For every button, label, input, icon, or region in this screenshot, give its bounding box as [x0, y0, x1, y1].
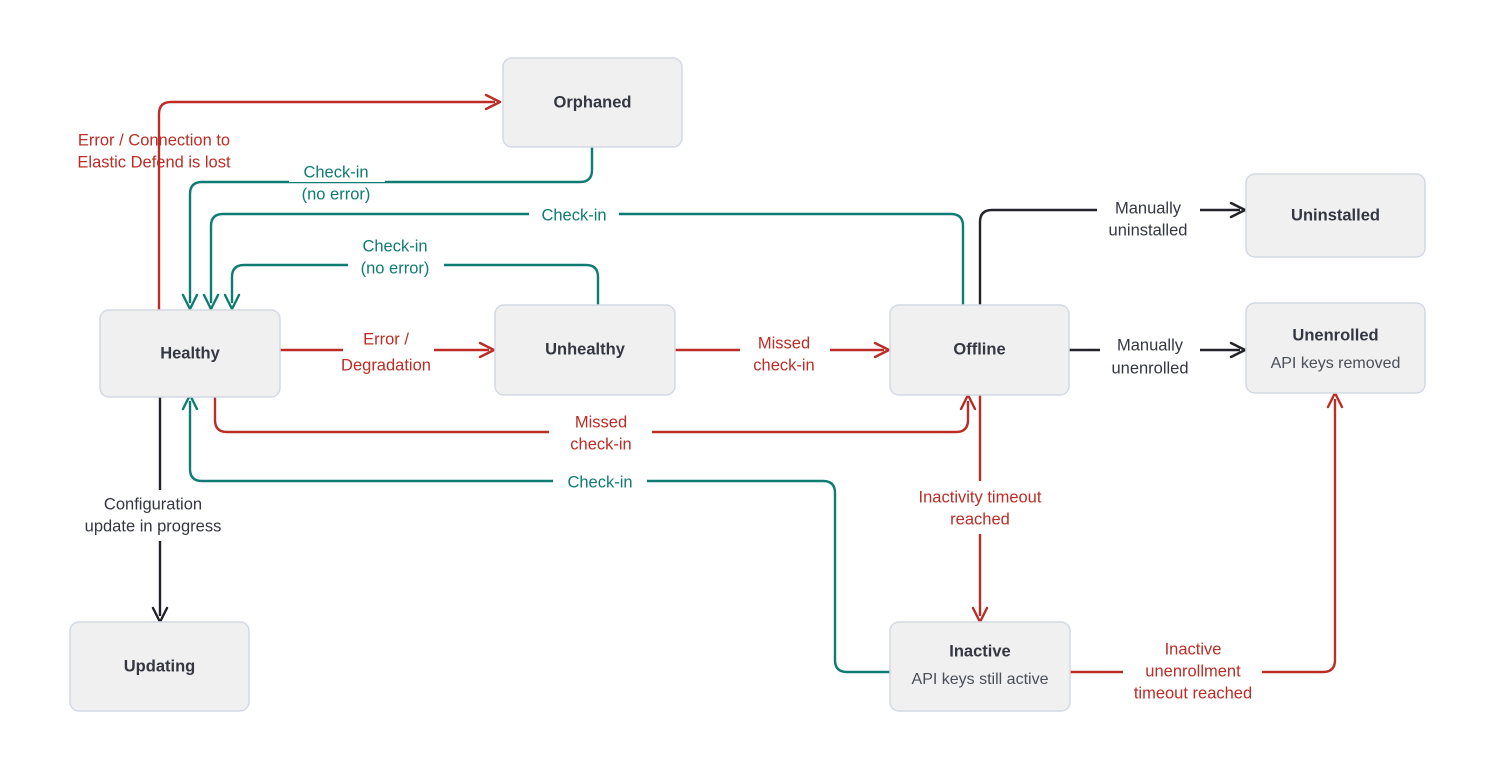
edge-healthy-to-orphaned-label-line1: Error / Connection to	[78, 131, 230, 149]
edge-inactive-to-healthy: Check-in	[181, 393, 890, 674]
edge-inactive-to-unenrolled-label-line1: Inactive	[1165, 640, 1222, 658]
edge-offline-to-healthy-label-line1: Check-in	[541, 206, 606, 224]
edge-healthy-to-offline-seg2	[652, 401, 970, 434]
arrowhead-unenrolled-left	[1229, 341, 1247, 359]
node-unenrolled-box[interactable]	[1245, 302, 1426, 394]
node-healthy-title: Healthy	[160, 344, 220, 362]
edge-healthy-to-updating: Configuration update in progress	[85, 397, 222, 624]
node-healthy[interactable]: Healthy	[99, 309, 281, 398]
label-backdrop-orphaned-healthy-1	[289, 163, 385, 182]
edge-offline-to-healthy-line	[209, 212, 965, 305]
label-backdrop-offline-healthy	[529, 205, 619, 224]
node-uninstalled[interactable]: Uninstalled	[1245, 173, 1426, 258]
edge-offline-to-unenrolled-label-line2: unenrolled	[1111, 359, 1188, 377]
edge-healthy-to-orphaned: Error / Connection to Elastic Defend is …	[77, 93, 502, 310]
edge-offline-to-unenrolled: Manually unenrolled	[1069, 336, 1247, 377]
node-uninstalled-title: Uninstalled	[1291, 206, 1380, 224]
arrowhead-healthy-top-3	[223, 293, 241, 311]
edge-inactive-to-unenrolled-label-line2: unenrollment	[1145, 662, 1241, 680]
edge-orphaned-to-healthy-label-line1: Check-in	[303, 163, 368, 181]
edge-healthy-to-updating-label-line1: Configuration	[104, 495, 202, 513]
node-healthy-box[interactable]	[99, 309, 281, 398]
node-unenrolled-subtitle: API keys removed	[1271, 355, 1401, 372]
edge-inactive-to-unenrolled-label-line3: timeout reached	[1134, 684, 1252, 702]
node-unhealthy[interactable]: Unhealthy	[494, 304, 676, 396]
arrowhead-healthy-top-2	[202, 293, 220, 311]
edge-orphaned-to-healthy-line	[188, 147, 594, 303]
node-unhealthy-title: Unhealthy	[545, 340, 626, 358]
node-orphaned[interactable]: Orphaned	[502, 57, 683, 148]
edge-offline-to-inactive-label-line2: reached	[950, 510, 1010, 528]
edge-inactive-to-healthy-label-line1: Check-in	[567, 473, 632, 491]
edge-inactive-to-unenrolled: Inactive unenrollment timeout reached	[1070, 391, 1344, 702]
edge-offline-to-healthy: Check-in	[202, 205, 965, 311]
edge-offline-to-uninstalled-label-line2: uninstalled	[1109, 221, 1188, 239]
node-updating-title: Updating	[124, 657, 196, 675]
edge-healthy-to-unhealthy: Error / Degradation	[280, 330, 496, 374]
edge-offline-to-unenrolled-label-line1: Manually	[1117, 336, 1184, 354]
edge-healthy-to-unhealthy-label-line2: Degradation	[341, 356, 431, 374]
arrowhead-healthy-top-1	[181, 293, 199, 311]
edge-unhealthy-to-offline-label-line1: Missed	[758, 334, 810, 352]
node-orphaned-box[interactable]	[502, 57, 683, 148]
node-updating[interactable]: Updating	[69, 621, 250, 712]
node-unenrolled[interactable]: Unenrolled API keys removed	[1245, 302, 1426, 394]
edge-inactive-to-healthy-seg1	[647, 479, 890, 674]
label-backdrop-unhealthy-healthy-2	[348, 258, 444, 279]
node-inactive-subtitle: API keys still active	[912, 671, 1049, 688]
edge-unhealthy-to-offline: Missed check-in	[675, 334, 891, 374]
node-offline-box[interactable]	[889, 304, 1070, 396]
arrowhead-uninstalled-left	[1229, 201, 1247, 219]
node-inactive-title: Inactive	[949, 642, 1010, 660]
edge-orphaned-to-healthy: Check-in (no error)	[181, 147, 594, 311]
node-offline-title: Offline	[953, 340, 1005, 358]
node-unhealthy-box[interactable]	[494, 304, 676, 396]
edge-healthy-to-orphaned-line	[157, 100, 495, 310]
arrowhead-unhealthy-left	[478, 341, 496, 359]
edge-offline-to-uninstalled: Manually uninstalled	[978, 199, 1247, 305]
node-orphaned-title: Orphaned	[554, 93, 632, 111]
arrowhead-offline-left	[873, 341, 891, 359]
edge-healthy-to-offline-seg1	[213, 397, 549, 434]
node-offline[interactable]: Offline	[889, 304, 1070, 396]
edge-healthy-to-orphaned-label-line2: Elastic Defend is lost	[77, 153, 231, 171]
node-unenrolled-title: Unenrolled	[1292, 326, 1378, 344]
label-backdrop-orphaned-healthy-2	[289, 185, 385, 206]
edge-unhealthy-to-healthy-label-line2: (no error)	[361, 259, 430, 277]
edge-offline-to-uninstalled-seg1	[978, 208, 1097, 305]
edge-orphaned-to-healthy-label-line2: (no error)	[302, 185, 371, 203]
node-inactive[interactable]: Inactive API keys still active	[889, 621, 1071, 712]
edge-unhealthy-to-offline-label-line2: check-in	[753, 356, 814, 374]
edge-offline-to-inactive-label-line1: Inactivity timeout	[919, 488, 1042, 506]
arrowhead-orphaned-left	[484, 93, 502, 111]
edge-inactive-to-unenrolled-seg2	[1262, 399, 1337, 674]
edge-unhealthy-to-healthy: Check-in (no error)	[223, 237, 600, 311]
edge-offline-to-uninstalled-label-line1: Manually	[1115, 199, 1182, 217]
edge-healthy-to-unhealthy-label-line1: Error /	[363, 330, 409, 348]
edge-inactive-to-healthy-seg2	[188, 401, 553, 483]
edge-healthy-to-offline-label-line2: check-in	[570, 435, 631, 453]
node-uninstalled-box[interactable]	[1245, 173, 1426, 258]
edge-healthy-to-offline: Missed check-in	[213, 393, 977, 453]
label-backdrop-unhealthy-healthy-1	[348, 237, 444, 256]
edge-healthy-to-offline-label-line1: Missed	[575, 413, 627, 431]
edge-healthy-to-updating-label-line2: update in progress	[85, 517, 222, 535]
edge-unhealthy-to-healthy-label-line1: Check-in	[362, 237, 427, 255]
node-updating-box[interactable]	[69, 621, 250, 712]
node-inactive-box[interactable]	[889, 621, 1071, 712]
edge-offline-to-inactive: Inactivity timeout reached	[919, 395, 1042, 624]
